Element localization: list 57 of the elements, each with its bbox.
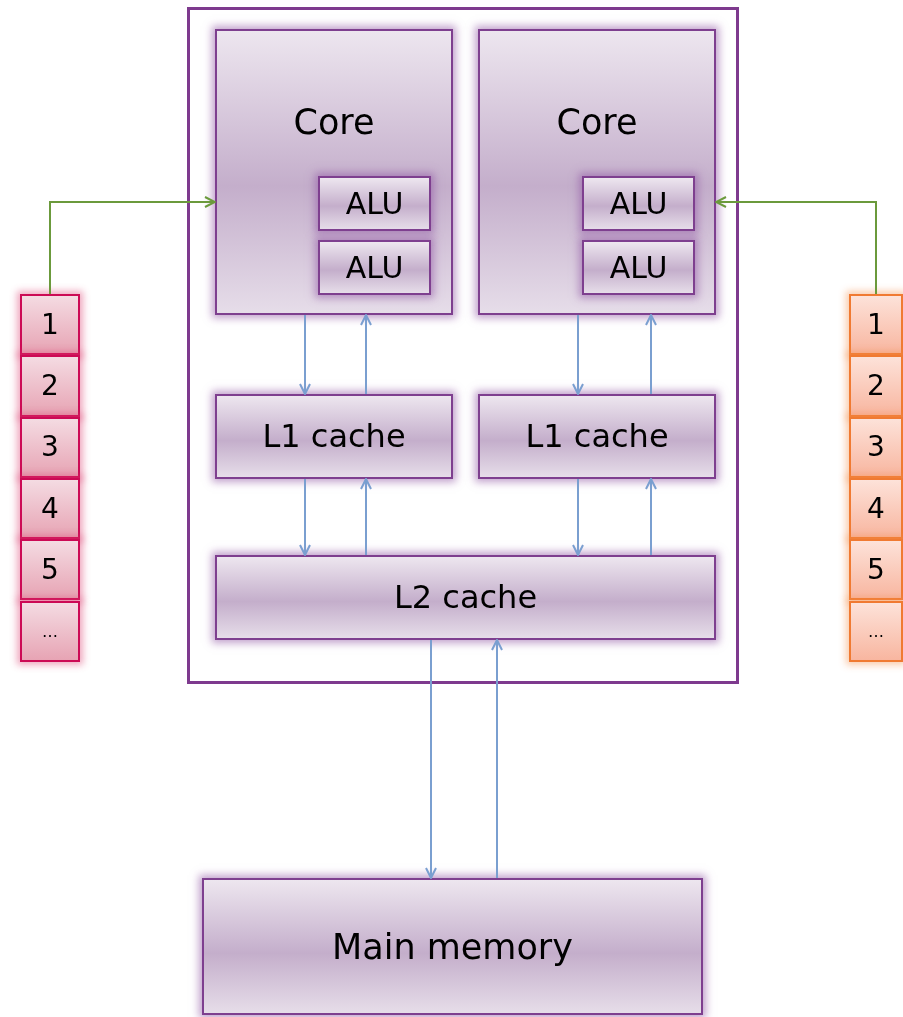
queue-cell xyxy=(20,600,80,662)
component-label: 3 xyxy=(866,430,886,465)
component-box xyxy=(215,555,716,640)
component-box xyxy=(582,176,695,231)
component-box xyxy=(478,29,716,315)
queue-cell xyxy=(20,539,80,601)
component-label: 3 xyxy=(40,430,60,465)
component-label: 4 xyxy=(40,491,60,526)
component-label: 2 xyxy=(40,369,60,403)
component-label: ALU xyxy=(344,249,405,286)
queue-cell xyxy=(20,416,80,478)
arrow xyxy=(572,314,584,395)
component-label: 5 xyxy=(40,553,60,587)
arrow xyxy=(715,196,877,295)
component-box xyxy=(582,240,695,295)
queue-cell xyxy=(20,294,80,356)
component-label: Main memory xyxy=(331,925,574,968)
component-label: L1 cache xyxy=(524,417,670,456)
component-box xyxy=(318,240,431,295)
arrow xyxy=(299,314,311,395)
component-label: ALU xyxy=(608,249,669,286)
component-label: L2 cache xyxy=(392,578,539,617)
component-label: 1 xyxy=(40,307,60,342)
component-label: 2 xyxy=(866,369,886,403)
arrow xyxy=(645,314,657,395)
arrow xyxy=(49,196,216,295)
arrow xyxy=(572,478,584,556)
arrow xyxy=(299,478,311,556)
arrow xyxy=(491,639,503,879)
queue-cell xyxy=(849,294,903,356)
component-label: 5 xyxy=(866,553,886,587)
component-box xyxy=(202,878,703,1015)
component-box xyxy=(478,394,716,479)
component-label: L1 cache xyxy=(261,417,407,456)
queue-cell xyxy=(849,539,903,601)
component-label: Core xyxy=(292,101,376,143)
queue-cell xyxy=(849,600,903,662)
arrow xyxy=(645,478,657,556)
processor-chip-box xyxy=(187,7,739,684)
queue-cell xyxy=(849,355,903,417)
queue-cell xyxy=(20,355,80,417)
queue-cell xyxy=(849,477,903,540)
component-label: 1 xyxy=(866,307,886,342)
component-label: … xyxy=(41,621,59,641)
component-box xyxy=(318,176,431,231)
component-box xyxy=(215,29,453,315)
component-label: ALU xyxy=(608,185,669,222)
queue-cell xyxy=(849,416,903,478)
component-label: 4 xyxy=(866,491,886,526)
arrow xyxy=(360,478,372,556)
arrow xyxy=(360,314,372,395)
arrow xyxy=(425,639,437,879)
component-label: Core xyxy=(555,101,639,143)
component-label: ALU xyxy=(344,185,405,222)
component-box xyxy=(215,394,453,479)
component-label: … xyxy=(867,621,885,641)
queue-cell xyxy=(20,477,80,540)
